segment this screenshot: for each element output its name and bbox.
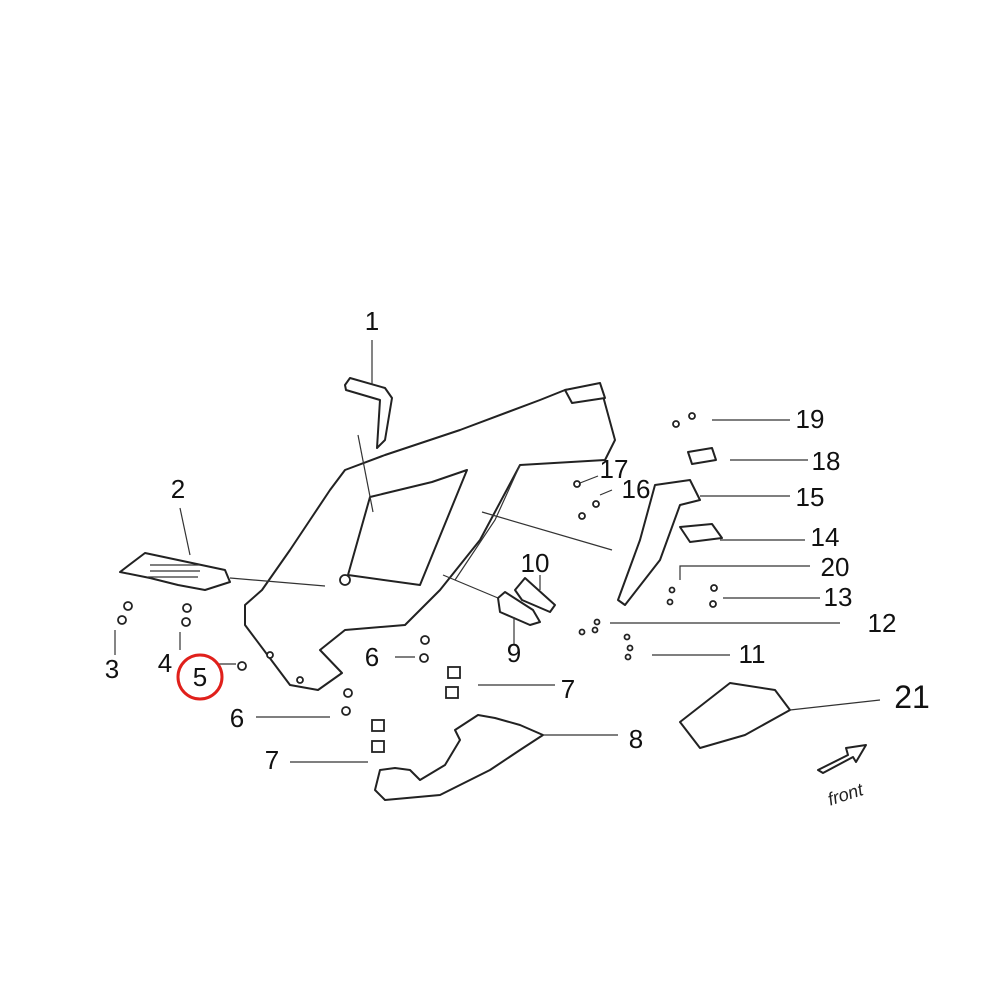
- part-9-bracket[interactable]: [497, 591, 541, 626]
- callout-17[interactable]: 17: [600, 454, 629, 484]
- callout-19[interactable]: 19: [796, 404, 825, 434]
- callout-14[interactable]: 14: [811, 522, 840, 552]
- part-15-bracket[interactable]: [617, 479, 701, 606]
- callout-6[interactable]: 6: [365, 642, 379, 672]
- part-18-clip[interactable]: [687, 447, 717, 465]
- callout-4[interactable]: 4: [158, 648, 172, 678]
- main-frame[interactable]: [244, 382, 616, 691]
- leader-lines: [114, 340, 881, 763]
- fasteners: [117, 412, 718, 753]
- callout-21[interactable]: 21: [894, 679, 930, 715]
- highlight-circle: [176, 653, 224, 701]
- part-1-bracket[interactable]: [344, 377, 393, 449]
- front-label: front: [825, 779, 866, 809]
- part-2-plate[interactable]: [119, 552, 231, 591]
- part-8-guard[interactable]: [374, 714, 544, 801]
- callout-7[interactable]: 7: [265, 745, 279, 775]
- callout-11[interactable]: 11: [739, 639, 766, 669]
- callout-3[interactable]: 3: [105, 654, 119, 684]
- callout-7[interactable]: 7: [561, 674, 575, 704]
- callout-2[interactable]: 2: [171, 474, 185, 504]
- callout-13[interactable]: 13: [824, 582, 853, 612]
- callout-15[interactable]: 15: [796, 482, 825, 512]
- callout-9[interactable]: 9: [507, 638, 521, 668]
- front-arrow-icon: [817, 744, 867, 774]
- part-14-clamp[interactable]: [679, 523, 723, 543]
- callout-5[interactable]: 5: [193, 662, 207, 692]
- callout-20[interactable]: 20: [821, 552, 850, 582]
- callout-8[interactable]: 8: [629, 724, 643, 754]
- part-10-bracket[interactable]: [514, 577, 556, 613]
- callout-12[interactable]: 12: [868, 608, 897, 638]
- callout-16[interactable]: 16: [622, 474, 651, 504]
- part-21-cover[interactable]: [679, 682, 791, 749]
- callout-6[interactable]: 6: [230, 703, 244, 733]
- callout-1[interactable]: 1: [365, 306, 379, 336]
- callout-18[interactable]: 18: [812, 446, 841, 476]
- callout-10[interactable]: 10: [521, 548, 550, 578]
